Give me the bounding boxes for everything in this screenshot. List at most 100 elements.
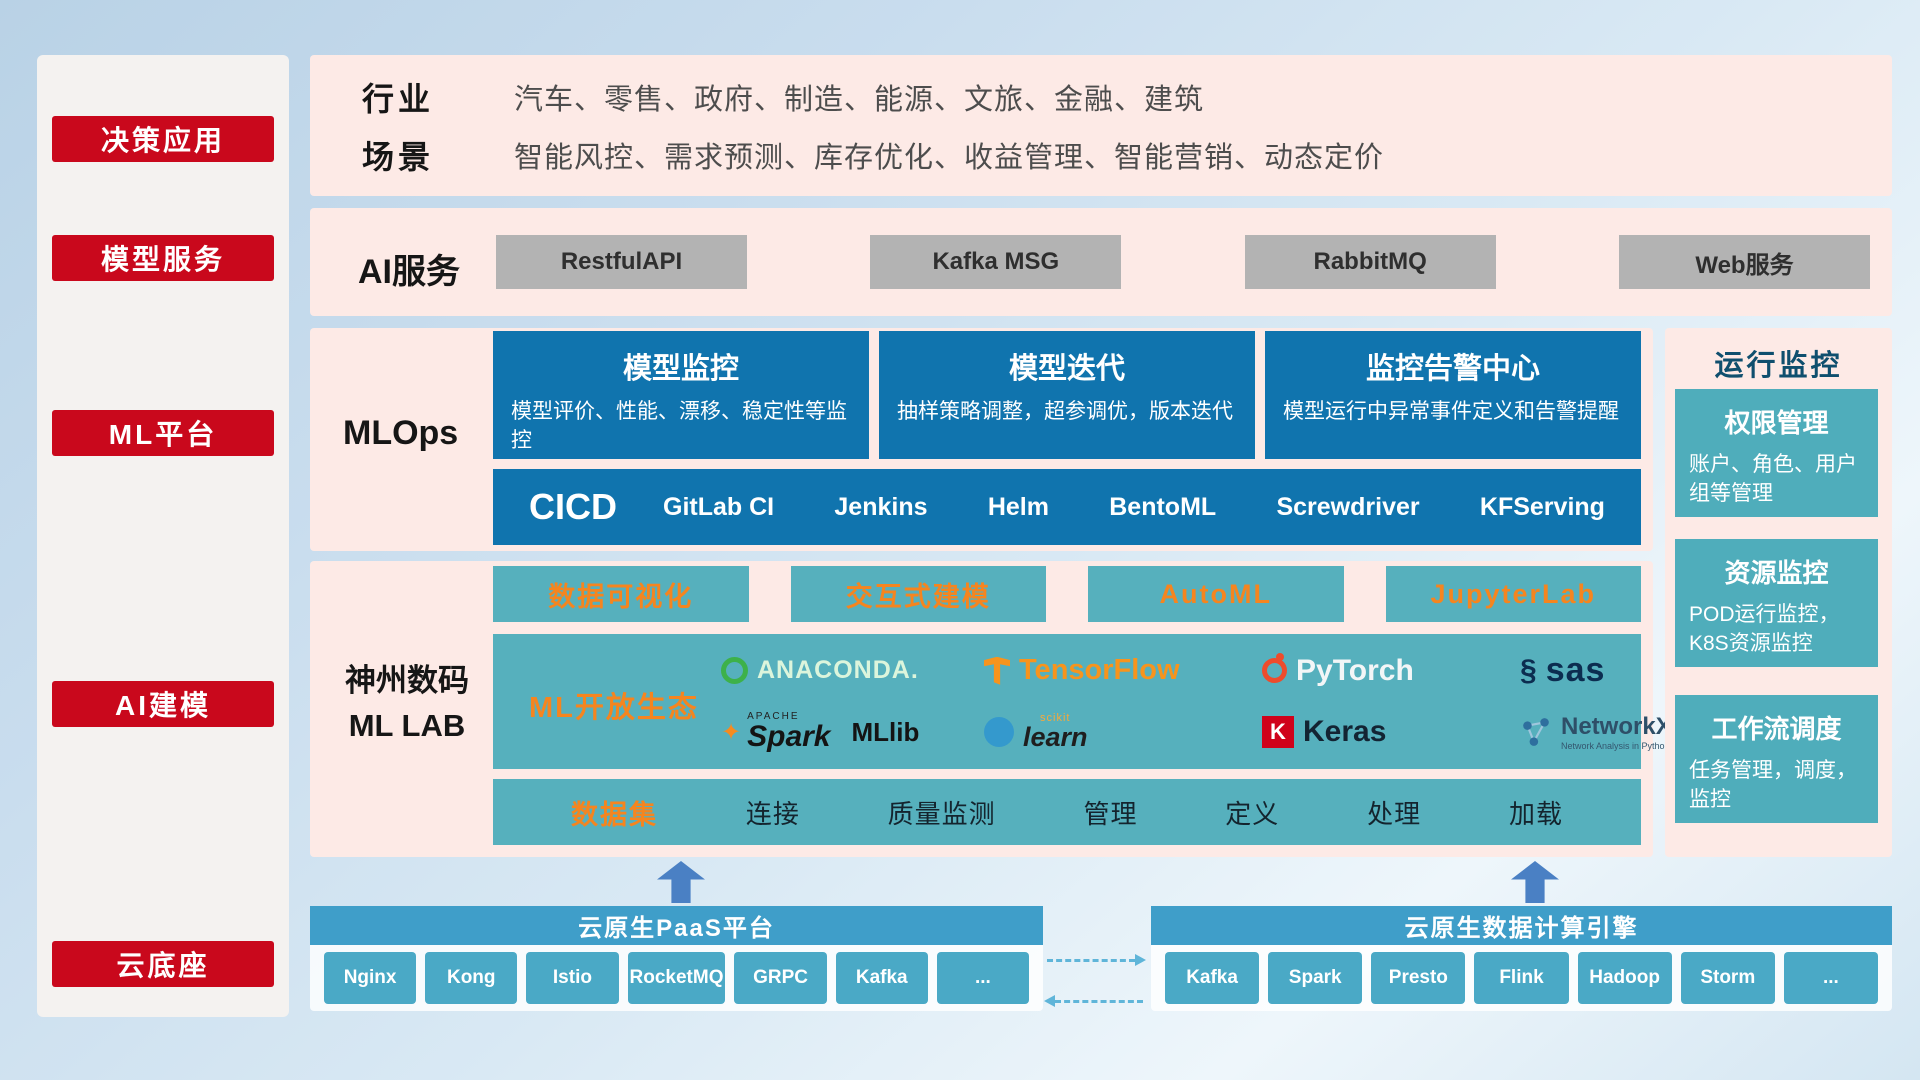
industry-list: 汽车、零售、政府、制造、能源、文旅、金融、建筑 [514, 84, 1205, 116]
dataset-quality: 质量监测 [887, 798, 996, 829]
dataset-load: 加载 [1508, 798, 1563, 829]
cicd-tool-jenkins: Jenkins [834, 492, 928, 521]
mllab-label: 神州数码 ML LAB [322, 659, 492, 749]
up-arrow-icon [1511, 861, 1559, 903]
ai-service-buttons: RestfulAPI Kafka MSG RabbitMQ Web服务 [496, 235, 1870, 289]
grpc-button: GRPC [734, 952, 827, 1004]
card-title: 模型迭代 [1008, 353, 1125, 385]
cicd-tool-helm: Helm [987, 492, 1049, 521]
cicd-bar: CICD GitLab CI Jenkins Helm BentoML Scre… [493, 469, 1641, 545]
dashed-arrow-right-icon [1047, 954, 1146, 966]
runtime-monitor-title: 运行监控 [1714, 350, 1843, 382]
scikit-learn-logo: scikit learn [984, 713, 1254, 751]
keras-logo: K Keras [1262, 715, 1512, 749]
networkx-icon [1523, 718, 1549, 747]
ml-ecosystem-box: ML开放生态 ANACONDA. TensorFlow PyTorch § sa… [493, 634, 1672, 769]
interactive-modeling-button: 交互式建模 [790, 566, 1046, 622]
paas-bar-title: 云原生PaaS平台 [310, 906, 1043, 945]
learn-wordmark: learn [1023, 722, 1088, 753]
industry-label: 行业 [362, 81, 435, 117]
dataset-label: 数据集 [571, 799, 658, 830]
spark-icon: ✦ [721, 718, 742, 746]
jupyterlab-button: JupyterLab [1385, 566, 1641, 622]
tensorflow-logo: TensorFlow [984, 654, 1254, 687]
anaconda-icon [721, 657, 748, 685]
mllab-panel: 神州数码 ML LAB 数据可视化 交互式建模 AutoML JupyterLa… [310, 561, 1672, 857]
scenario-label: 场景 [362, 139, 435, 175]
nav-ml-platform: ML平台 [52, 410, 274, 456]
dataset-manage: 管理 [1083, 798, 1138, 829]
mllab-label-line2: ML LAB [348, 707, 466, 743]
web-service-button: Web服务 [1618, 235, 1870, 289]
anaconda-logo: ANACONDA. [721, 656, 976, 685]
ai-service-panel: AI服务 RestfulAPI Kafka MSG RabbitMQ Web服务 [310, 208, 1892, 316]
card-desc: 模型运行中异常事件定义和告警提醒 [1283, 400, 1619, 423]
rabbitmq-button: RabbitMQ [1244, 235, 1496, 289]
runtime-monitor-panel: 运行监控 权限管理 账户、角色、用户组等管理 资源监控 POD运行监控，K8S资… [1665, 328, 1892, 857]
dataset-process: 处理 [1367, 798, 1422, 829]
ai-service-label: AI服务 [358, 253, 460, 291]
kafka-button: Kafka [835, 952, 928, 1004]
ml-ecosystem-label: ML开放生态 [529, 692, 699, 724]
cicd-tool-screwdriver: Screwdriver [1276, 492, 1420, 521]
kafka-engine-button: Kafka [1165, 952, 1260, 1004]
apache-label: APACHE [747, 711, 800, 723]
mlops-panel: MLOps 模型监控 模型评价、性能、漂移、稳定性等监控 模型迭代 抽样策略调整… [310, 328, 1653, 551]
cicd-tools: GitLab CI Jenkins Helm BentoML Screwdriv… [663, 493, 1605, 522]
card-title: 权限管理 [1724, 408, 1829, 438]
networkx-subtitle: Network Analysis in Python [1561, 740, 1670, 751]
flink-button: Flink [1474, 952, 1569, 1004]
networkx-logo: NetworkX Network Analysis in Python [1520, 713, 1672, 751]
spark-mllib-logo: ✦ APACHE Spark MLlib [721, 712, 976, 752]
data-engine-bar-title: 云原生数据计算引擎 [1151, 906, 1892, 945]
resource-monitor-card: 资源监控 POD运行监控，K8S资源监控 [1675, 539, 1878, 667]
keras-icon: K [1262, 716, 1294, 749]
card-desc: 抽样策略调整，超参调优，版本迭代 [897, 400, 1233, 423]
mlops-label: MLOps [343, 414, 459, 452]
more-engine-button: ... [1783, 952, 1878, 1004]
industry-scenario-panel: 行业 汽车、零售、政府、制造、能源、文旅、金融、建筑 场景 智能风控、需求预测、… [310, 55, 1892, 196]
dataset-bar: 数据集 连接 质量监测 管理 定义 处理 加载 [493, 779, 1641, 845]
scikit-learn-icon [984, 717, 1014, 748]
sas-logo: § sas [1520, 651, 1672, 690]
mllab-tool-buttons: 数据可视化 交互式建模 AutoML JupyterLab [493, 566, 1641, 622]
dataset-define: 定义 [1225, 798, 1280, 829]
card-desc: 模型评价、性能、漂移、稳定性等监控 [511, 400, 847, 453]
tensorflow-icon [984, 656, 1010, 685]
cicd-tool-kfserving: KFServing [1479, 492, 1605, 521]
card-title: 监控告警中心 [1365, 353, 1540, 385]
left-nav-panel: 决策应用 模型服务 ML平台 AI建模 云底座 [37, 55, 289, 1017]
cicd-tool-gitlab: GitLab CI [663, 492, 775, 521]
more-button: ... [936, 952, 1029, 1004]
dataset-connect: 连接 [745, 798, 800, 829]
presto-button: Presto [1371, 952, 1466, 1004]
ecosystem-logos: ANACONDA. TensorFlow PyTorch § sas ✦ [721, 640, 1672, 763]
up-arrow-icon [657, 861, 705, 903]
workflow-scheduler-card: 工作流调度 任务管理，调度，监控 [1675, 695, 1878, 823]
card-desc: 账户、角色、用户组等管理 [1689, 453, 1857, 506]
mlops-cards: 模型监控 模型评价、性能、漂移、稳定性等监控 模型迭代 抽样策略调整，超参调优，… [493, 331, 1641, 459]
data-viz-button: 数据可视化 [493, 566, 749, 622]
keras-wordmark: Keras [1303, 715, 1387, 749]
model-monitor-card: 模型监控 模型评价、性能、漂移、稳定性等监控 [493, 331, 869, 459]
kafka-msg-button: Kafka MSG [870, 235, 1122, 289]
nav-decision-apps: 决策应用 [52, 116, 274, 162]
nav-ai-modeling: AI建模 [52, 681, 274, 727]
automl-button: AutoML [1088, 566, 1344, 622]
data-engine-components: Kafka Spark Presto Flink Hadoop Storm ..… [1151, 945, 1892, 1011]
mllab-label-line1: 神州数码 [345, 663, 469, 698]
card-title: 资源监控 [1724, 558, 1829, 588]
nginx-button: Nginx [324, 952, 417, 1004]
cicd-tool-bentoml: BentoML [1109, 492, 1217, 521]
alert-center-card: 监控告警中心 模型运行中异常事件定义和告警提醒 [1265, 331, 1641, 459]
mllib-wordmark: MLlib [851, 716, 920, 747]
hadoop-button: Hadoop [1577, 952, 1672, 1004]
cicd-label: CICD [529, 486, 617, 527]
pytorch-wordmark: PyTorch [1296, 653, 1414, 687]
spark-wordmark: Spark [747, 720, 831, 754]
permission-mgmt-card: 权限管理 账户、角色、用户组等管理 [1675, 389, 1878, 517]
anaconda-wordmark: ANACONDA. [757, 656, 919, 685]
pytorch-icon [1262, 653, 1287, 684]
spark-button: Spark [1268, 952, 1363, 1004]
